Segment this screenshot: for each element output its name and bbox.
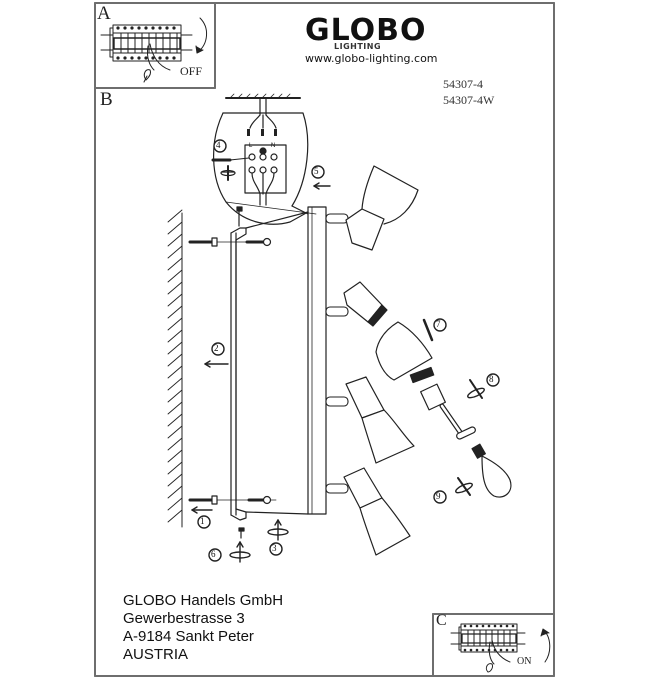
breaker-panel-icon-off [100, 17, 207, 83]
step-number-8: 8 [489, 374, 494, 384]
wiring-detail-callout [211, 93, 317, 225]
step-circle-1 [197, 515, 211, 529]
screw-top-right [245, 237, 272, 247]
brand-logo: GLOBO [305, 13, 427, 48]
step-number-3: 3 [272, 543, 277, 553]
spot-lamp-2 [343, 281, 388, 327]
brand-subtitle: LIGHTING [334, 42, 382, 51]
model-number-1: 54307-4 [443, 77, 483, 91]
step-circle-3 [269, 542, 283, 556]
spot-lamp-3 [345, 376, 415, 464]
model-number-2: 54307-4W [443, 93, 495, 107]
screw-bottom-right [247, 495, 272, 505]
terminal-label-live: L [249, 143, 253, 149]
address-block: GLOBO Handels GmbH Gewerbestrasse 3 A-91… [123, 592, 283, 664]
mounting-bracket [230, 227, 247, 521]
panel-a-switch-label: OFF [180, 64, 203, 78]
step-number-4: 4 [216, 140, 221, 150]
address-country: AUSTRIA [123, 646, 189, 663]
screw-bottom-vertical [238, 527, 245, 539]
light-bulb [471, 443, 512, 498]
spot-lamp-1 [345, 165, 419, 251]
step-circle-5 [311, 165, 325, 179]
step-circle-6 [208, 548, 222, 562]
address-company: GLOBO Handels GmbH [123, 592, 284, 609]
step-circle-4 [213, 139, 227, 153]
fixture-body [245, 206, 327, 515]
step-number-7: 7 [436, 319, 441, 329]
panel-c-letter: C [436, 612, 447, 629]
step-circle-8 [486, 373, 500, 387]
panel-c-switch-label: ON [517, 656, 532, 667]
address-city: A-9184 Sankt Peter [123, 628, 254, 645]
step-number-1: 1 [200, 516, 205, 526]
brand-url: www.globo-lighting.com [305, 52, 438, 65]
spot-lamp-4 [343, 467, 411, 556]
retaining-ring [409, 366, 435, 384]
terminal-label-neutral: N [271, 143, 276, 149]
lamp-socket [420, 383, 476, 440]
spot-arms [325, 213, 349, 494]
wall-hatching [167, 209, 183, 528]
screw-top-vertical [236, 206, 243, 227]
panel-b-letter: B [100, 89, 113, 110]
page-frame [94, 2, 555, 677]
direction-arrows [191, 182, 485, 563]
step-number-6: 6 [211, 549, 216, 559]
detached-shade [375, 321, 433, 381]
panel-a-letter: A [97, 3, 111, 24]
step-circle-9 [433, 490, 447, 504]
address-street: Gewerbestrasse 3 [123, 610, 245, 627]
step-circles [197, 139, 500, 562]
step-number-2: 2 [214, 343, 219, 353]
step-circle-7 [433, 318, 447, 332]
step-number-9: 9 [436, 491, 441, 501]
step-circle-2 [211, 342, 225, 356]
breaker-panel-icon-on [450, 623, 551, 673]
step-number-5: 5 [314, 166, 319, 176]
